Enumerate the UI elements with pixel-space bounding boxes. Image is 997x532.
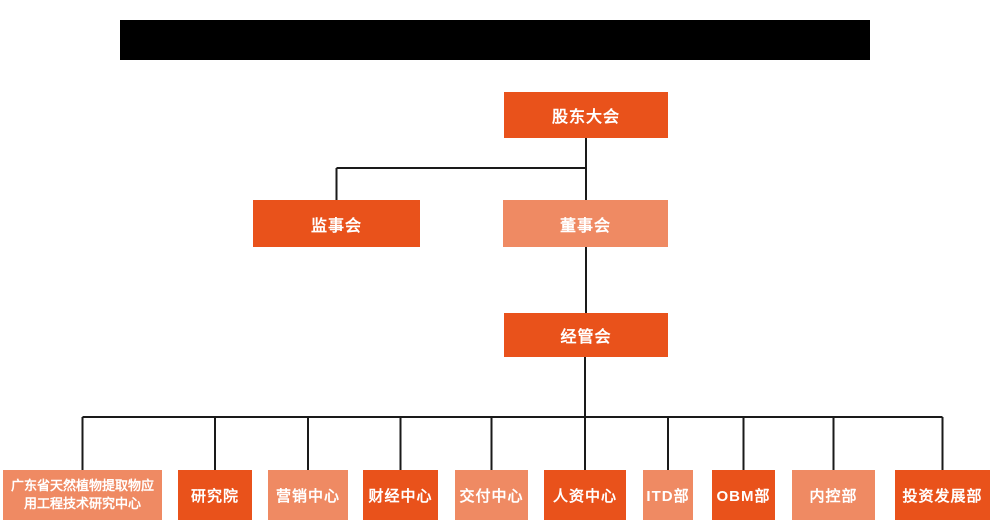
org-node-management-committee: 经管会 xyxy=(504,313,668,357)
org-node-board-of-directors: 董事会 xyxy=(503,200,668,247)
org-node-internal-control-department: 内控部 xyxy=(792,470,875,520)
org-node-marketing-center: 营销中心 xyxy=(268,470,348,520)
org-node-itd-department: ITD部 xyxy=(643,470,693,520)
org-node-supervisory-board: 监事会 xyxy=(253,200,420,247)
org-node-investment-development-department: 投资发展部 xyxy=(895,470,990,520)
org-node-label-line: 广东省天然植物提取物应 xyxy=(10,478,154,493)
org-node-hr-center: 人资中心 xyxy=(544,470,626,520)
org-node-obm-department: OBM部 xyxy=(712,470,775,520)
org-node-research-center: 广东省天然植物提取物应 用工程技术研究中心 xyxy=(3,470,162,520)
org-node-research-institute: 研究院 xyxy=(178,470,252,520)
org-node-shareholders-meeting: 股东大会 xyxy=(504,92,668,138)
org-node-finance-center: 财经中心 xyxy=(363,470,438,520)
redacted-title-bar xyxy=(120,20,870,60)
org-node-label-line: 用工程技术研究中心 xyxy=(23,496,141,511)
org-node-delivery-center: 交付中心 xyxy=(455,470,528,520)
